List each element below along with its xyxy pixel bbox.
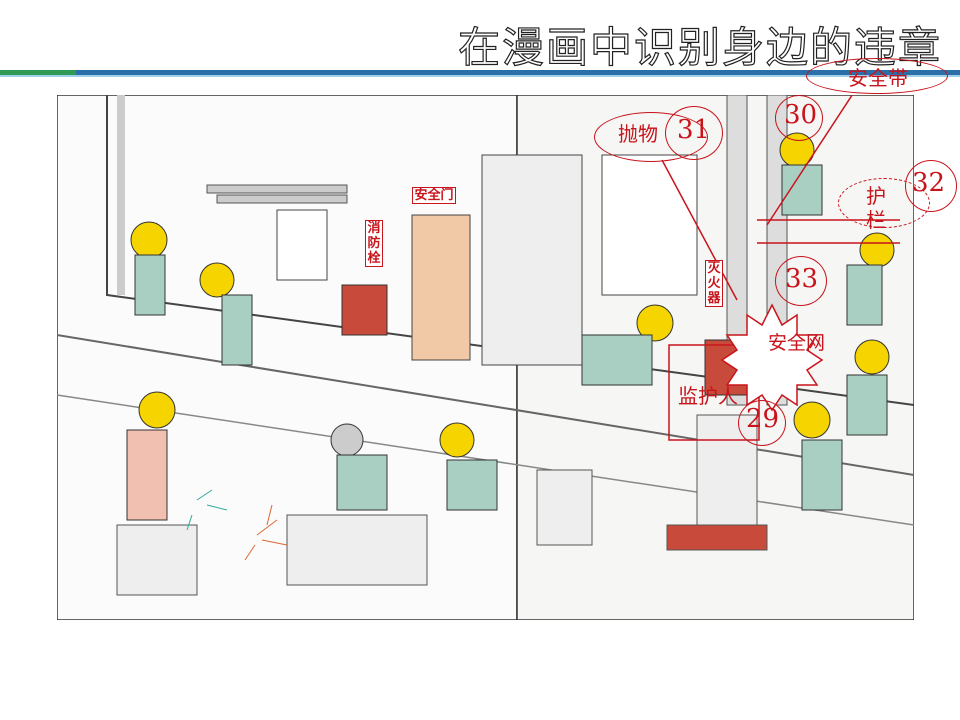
annotation-31-number: 31 xyxy=(677,115,711,145)
pillar xyxy=(117,95,125,295)
title-rule-green xyxy=(0,70,76,75)
annotation-30-label-bubble xyxy=(806,58,948,94)
hydrant-box xyxy=(341,284,388,336)
pole xyxy=(726,94,748,406)
welding-sparks xyxy=(186,489,288,561)
shelf xyxy=(481,154,583,366)
hanging-pipes xyxy=(206,184,348,204)
sign-hydrant: 消防栓 xyxy=(365,220,383,267)
stone-slabs xyxy=(116,414,768,596)
annotation-30-label: 安全带 xyxy=(848,66,908,90)
sign-safety-door: 安全门 xyxy=(412,187,456,204)
title-rule-light xyxy=(0,75,960,77)
annotation-31-circle xyxy=(665,106,723,160)
annotation-32-number: 32 xyxy=(912,168,946,198)
annotation-29-label: 监护人 xyxy=(678,384,738,408)
title-rule-blue xyxy=(76,70,960,75)
annotation-lines xyxy=(661,79,900,441)
annotation-30-number: 30 xyxy=(784,100,818,130)
annotation-29-number: 29 xyxy=(746,404,780,434)
safety-door xyxy=(411,214,471,361)
window-right xyxy=(601,154,698,296)
annotation-32-circle xyxy=(905,160,957,212)
sign-extinguisher: 灭火器 xyxy=(705,260,723,307)
annotation-31-label: 抛物 xyxy=(618,122,658,146)
cartoon-drawing xyxy=(56,79,915,621)
workers xyxy=(126,132,895,521)
window-left xyxy=(276,209,328,281)
annotation-33-label: 安全网 xyxy=(768,332,826,354)
annotation-33-number: 33 xyxy=(785,264,819,294)
annotation-29-circle xyxy=(738,400,786,446)
annotation-33-circle xyxy=(775,256,827,306)
curb-line xyxy=(56,334,915,476)
annotation-32-label: 护栏 xyxy=(866,184,886,232)
cartoon-illustration: 安全门 消防栓 灭火器 xyxy=(56,79,915,621)
annotation-30-circle xyxy=(775,95,823,141)
